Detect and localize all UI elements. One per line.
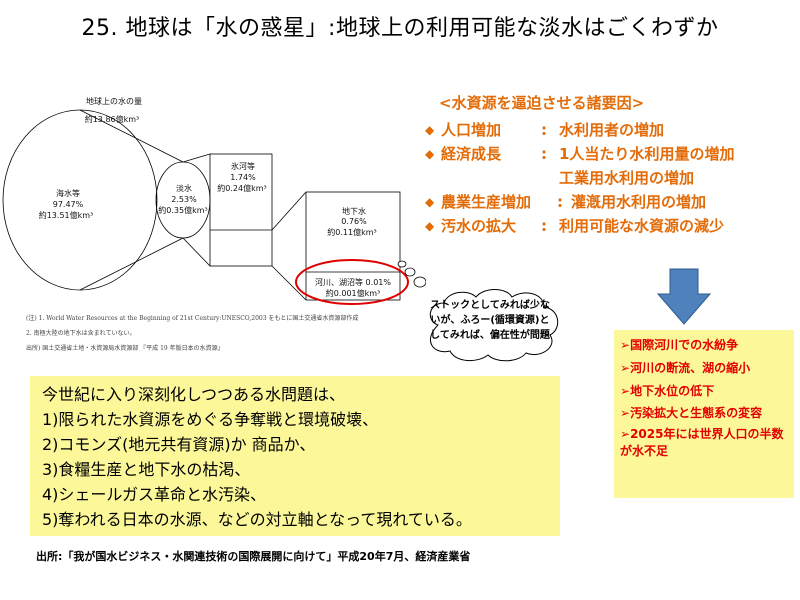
consequence-item: ➢地下水位の低下 [620, 384, 715, 398]
issue-line: 1)限られた水資源をめぐる争奪戦と環境破壊、 [42, 410, 379, 429]
factor-row: ◆ 汚水の拡大 : 利用可能な水資源の減少 [425, 214, 795, 238]
issue-line: 3)食糧生産と地下水の枯渇、 [42, 460, 251, 479]
consequence-item: ➢汚染拡大と生態系の変容 [620, 406, 763, 420]
total-label: 地球上の水の量 [86, 96, 142, 106]
diagram-note-2: 2. 南極大陸の地下水は含まれていない。 [26, 330, 136, 337]
total-water-circle [2, 109, 158, 291]
diamond-bullet-icon: ◆ [425, 147, 435, 161]
groundwater-volume: 約0.11億km³ [327, 227, 376, 237]
groundwater-percent: 0.76% [341, 217, 367, 226]
arrow-bullet-icon: ➢ [620, 427, 631, 441]
issue-line: 4)シェールガス革命と水汚染、 [42, 485, 266, 504]
source-citation: 出所:「我が国水ビジネス・水関連技術の国際展開に向けて」平成20年7月、経済産業… [36, 550, 471, 563]
factor-cause: 汚水の拡大 [441, 217, 517, 235]
consequence-item: ➢河川の断流、湖の縮小 [620, 361, 751, 375]
diamond-bullet-icon: ◆ [425, 195, 435, 209]
freshwater-percent: 2.53% [171, 195, 197, 204]
factor-separator: : [557, 193, 563, 211]
arrow-bullet-icon: ➢ [620, 384, 631, 398]
slide-title: 25. 地球は「水の惑星」:地球上の利用可能な淡水はごくわずか [81, 16, 719, 41]
consequence-item: ➢国際河川での水紛争 [620, 338, 739, 352]
ice-name: 氷河等 [231, 161, 255, 171]
consequences-box: ➢国際河川での水紛争 ➢河川の断流、湖の縮小 ➢地下水位の低下 ➢汚染拡大と生態… [614, 330, 794, 498]
factor-row: ◆ 農業生産増加 : 灌漑用水利用の増加 [425, 190, 795, 214]
factor-separator: : [541, 145, 547, 163]
seawater-volume: 約13.51億km³ [39, 210, 94, 220]
consequence-item: ➢2025年には世界人口の半数が水不足 [620, 427, 784, 458]
freshwater-volume: 約0.35億km³ [158, 205, 207, 215]
surface-name: 河川、湖沼等 0.01% [315, 277, 391, 287]
seawater-percent: 97.47% [53, 200, 84, 209]
ice-percent: 1.74% [230, 173, 256, 182]
factor-effect: 利用可能な水資源の減少 [559, 217, 725, 235]
arrow-bullet-icon: ➢ [620, 406, 631, 420]
diagram-note-1: (注) 1. World Water Resources at the Begi… [26, 315, 359, 322]
issue-line: 5)奪われる日本の水源、などの対立軸となって現れている。 [42, 510, 472, 529]
diagram-source-note: 出所) 国土交通省土地・水資源局水資源部 『平成 19 年版日本の水資源』 [26, 345, 224, 352]
total-value: 約13.86億km³ [85, 114, 140, 124]
factor-cause: 農業生産増加 [441, 193, 532, 211]
factor-row: ◆ 経済成長 : 1人当たり水利用量の増加 [425, 142, 795, 166]
factor-row: ◆ 人口増加 : 水利用者の増加 [425, 118, 795, 142]
factor-row: 工業用水利用の増加 [425, 166, 795, 190]
issues-intro: 今世紀に入り深刻化しつつある水問題は、 [42, 385, 346, 404]
groundwater-box [305, 191, 401, 301]
water-issues-box: 今世紀に入り深刻化しつつある水問題は、 1)限られた水資源をめぐる争奪戦と環境破… [30, 376, 560, 536]
arrow-bullet-icon: ➢ [620, 338, 631, 352]
ice-volume: 約0.24億km³ [217, 183, 266, 193]
down-arrow-icon [656, 268, 712, 325]
thought-bubble-dots [397, 260, 426, 288]
freshwater-name: 淡水 [176, 183, 192, 193]
factor-cause: 人口増加 [441, 121, 502, 139]
factor-effect: 灌漑用水利用の増加 [571, 193, 707, 211]
factors-panel: <水資源を逼迫させる諸要因> ◆ 人口増加 : 水利用者の増加 ◆ 経済成長 :… [425, 92, 795, 238]
factor-cause: 経済成長 [441, 145, 502, 163]
thought-cloud-shape [429, 289, 559, 362]
arrow-bullet-icon: ➢ [620, 361, 631, 375]
surface-volume: 約0.001億km³ [326, 288, 381, 298]
factor-effect: 工業用水利用の増加 [559, 169, 695, 187]
diamond-bullet-icon: ◆ [425, 219, 435, 233]
cloud-callout-text: ストックとしてみれば少ないが、ふろー(循環資源)としてみれば、偏在性が問題 [430, 300, 550, 341]
groundwater-name: 地下水 [342, 206, 366, 216]
issue-line: 2)コモンズ(地元共有資源)か 商品か、 [42, 435, 316, 454]
freshwater-breakdown-box [209, 153, 273, 267]
factor-effect: 1人当たり水利用量の増加 [559, 145, 735, 163]
factor-separator: : [541, 217, 547, 235]
freshwater-circle [155, 161, 211, 239]
diamond-bullet-icon: ◆ [425, 123, 435, 137]
seawater-name: 海水等 [56, 188, 80, 198]
factor-separator: : [541, 121, 547, 139]
factor-effect: 水利用者の増加 [559, 121, 665, 139]
highlight-ellipse [295, 259, 409, 305]
factors-heading: <水資源を逼迫させる諸要因> [439, 94, 645, 112]
